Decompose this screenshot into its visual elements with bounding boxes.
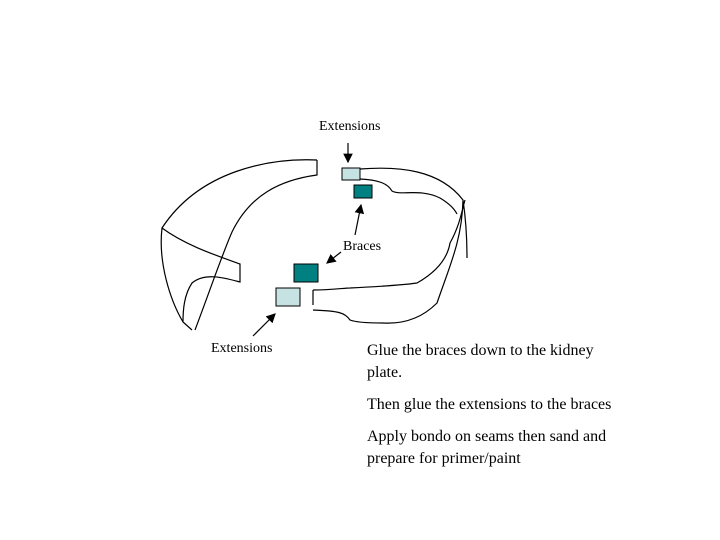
label-extensions-bottom: Extensions [211, 341, 273, 356]
right-plate-piece [312, 167, 468, 324]
instruction-1: Glue the braces down to the kidney plate… [367, 342, 594, 381]
label-extensions-top: Extensions [319, 119, 381, 134]
instruction-3: Apply bondo on seams then sand and prepa… [367, 428, 607, 467]
arrow-braces-bottom [326, 251, 342, 264]
extension-bottom [275, 287, 301, 307]
label-braces: Braces [343, 239, 382, 254]
brace-top [353, 184, 373, 199]
brace-bottom [293, 263, 319, 283]
arrow-braces-top [354, 203, 365, 236]
extension-top [341, 167, 361, 181]
instructions: Glue the braces down to the kidney plate… [367, 340, 627, 480]
left-plate-piece [160, 159, 318, 331]
arrow-extensions-bottom [252, 313, 276, 337]
instruction-2: Then glue the extensions to the braces [367, 396, 612, 413]
